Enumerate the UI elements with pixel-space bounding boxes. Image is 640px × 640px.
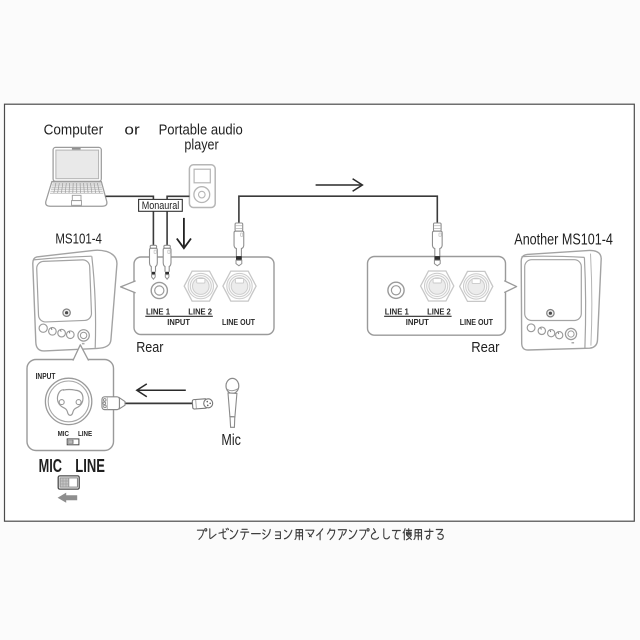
svg-text:Mic: Mic	[221, 432, 241, 449]
svg-text:LINE: LINE	[75, 456, 105, 476]
svg-text:LINE OUT: LINE OUT	[460, 318, 493, 327]
svg-text:Rear: Rear	[136, 339, 163, 356]
svg-text:player: player	[184, 137, 218, 153]
svg-text:MS101-4: MS101-4	[55, 231, 102, 248]
svg-text:LINE: LINE	[78, 429, 92, 438]
svg-text:LINE 2: LINE 2	[188, 307, 212, 316]
svg-text:Rear: Rear	[471, 339, 499, 356]
svg-text:MIC: MIC	[58, 429, 70, 438]
svg-text:LINE 1: LINE 1	[146, 307, 170, 316]
svg-text:Computer: Computer	[44, 123, 104, 139]
svg-text:LINE 2: LINE 2	[427, 307, 451, 316]
svg-text:LINE 1: LINE 1	[385, 307, 409, 316]
svg-text:Portable audio: Portable audio	[159, 123, 243, 139]
svg-text:INPUT: INPUT	[406, 318, 429, 327]
svg-text:LINE OUT: LINE OUT	[222, 318, 255, 327]
svg-text:INPUT: INPUT	[36, 372, 56, 381]
svg-text:INPUT: INPUT	[167, 318, 190, 327]
svg-text:Monaural: Monaural	[142, 200, 180, 212]
svg-text:Another MS101-4: Another MS101-4	[514, 232, 613, 249]
svg-text:MIC: MIC	[39, 456, 62, 476]
svg-text:or: or	[124, 123, 139, 139]
